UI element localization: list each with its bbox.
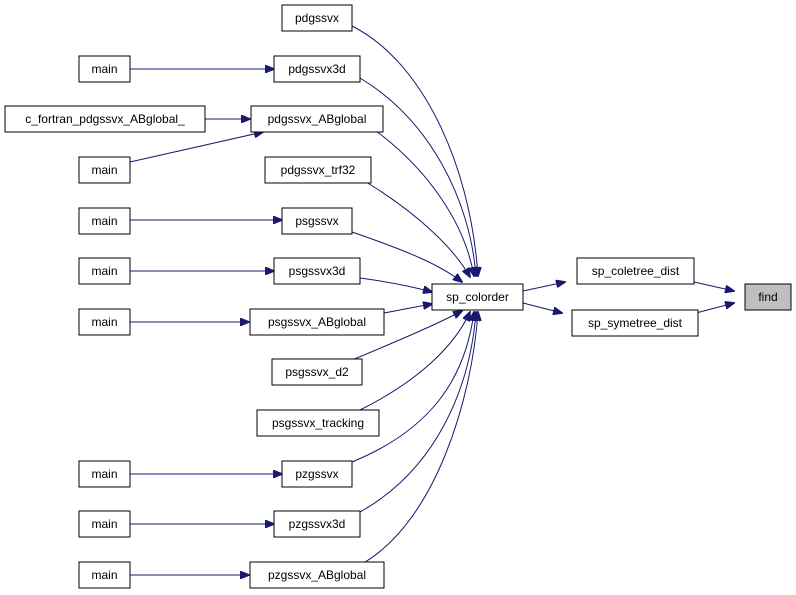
node-label: main <box>91 315 117 329</box>
edge-psgssvx3d-to-colorder <box>359 277 432 292</box>
node-label: main <box>91 264 117 278</box>
node-pzgssvx[interactable]: pzgssvx <box>281 460 353 488</box>
node-psgssvx-d2[interactable]: psgssvx_d2 <box>271 358 363 386</box>
node-main-3[interactable]: main <box>78 207 131 235</box>
edge-colorder-to-coletree <box>522 282 565 292</box>
edge-coletree-to-find <box>693 281 734 291</box>
edge-pdgssvx-ab-to-colorder <box>371 127 474 276</box>
nodes: find sp_coletree_dist sp_symetree_dist s… <box>4 4 792 589</box>
node-psgssvx-abglobal[interactable]: psgssvx_ABglobal <box>249 308 385 336</box>
node-pzgssvx3d[interactable]: pzgssvx3d <box>273 510 361 538</box>
node-main-7[interactable]: main <box>78 510 131 538</box>
node-label: pzgssvx <box>295 467 338 481</box>
edge-pzgssvx3d-to-colorder <box>359 312 476 513</box>
node-label: psgssvx3d <box>289 264 346 278</box>
node-label: pzgssvx_ABglobal <box>268 568 366 582</box>
node-main-1[interactable]: main <box>78 55 131 83</box>
node-label: psgssvx_tracking <box>272 416 364 430</box>
node-label: pzgssvx3d <box>289 517 346 531</box>
node-label: c_fortran_pdgssvx_ABglobal_ <box>25 112 185 126</box>
node-psgssvx[interactable]: psgssvx <box>281 207 353 235</box>
node-sp-coletree-dist[interactable]: sp_coletree_dist <box>576 257 695 285</box>
node-label: pdgssvx3d <box>288 62 345 76</box>
node-sp-colorder[interactable]: sp_colorder <box>431 283 524 311</box>
node-label: main <box>91 62 117 76</box>
node-label: psgssvx_ABglobal <box>268 315 366 329</box>
edge-pdgssvx-to-colorder <box>351 25 478 276</box>
node-label: pdgssvx_trf32 <box>281 163 356 177</box>
node-label: psgssvx <box>295 214 338 228</box>
edge-colorder-to-symetree <box>522 302 562 313</box>
node-label: pdgssvx_ABglobal <box>268 112 367 126</box>
node-pdgssvx3d[interactable]: pdgssvx3d <box>273 55 361 83</box>
node-main-4[interactable]: main <box>78 257 131 285</box>
node-find[interactable]: find <box>744 283 792 311</box>
node-main-2[interactable]: main <box>78 156 131 184</box>
edge-psgssvx-ab-to-colorder <box>383 304 432 314</box>
node-label: main <box>91 568 117 582</box>
node-pdgssvx[interactable]: pdgssvx <box>281 4 353 32</box>
node-label: sp_coletree_dist <box>592 264 680 278</box>
node-label: main <box>91 467 117 481</box>
node-c-fortran-pdgssvx-abglobal[interactable]: c_fortran_pdgssvx_ABglobal_ <box>4 105 206 133</box>
edge-pdgssvx3d-to-colorder <box>359 77 476 276</box>
node-label: find <box>758 290 777 304</box>
node-label: main <box>91 214 117 228</box>
node-pzgssvx-abglobal[interactable]: pzgssvx_ABglobal <box>249 561 385 589</box>
node-label: sp_symetree_dist <box>588 316 683 330</box>
node-main-6[interactable]: main <box>78 460 131 488</box>
node-label: main <box>91 163 117 177</box>
node-psgssvx-tracking[interactable]: psgssvx_tracking <box>256 409 380 437</box>
node-label: pdgssvx <box>295 11 339 25</box>
node-pdgssvx-abglobal[interactable]: pdgssvx_ABglobal <box>250 105 384 133</box>
node-main-5[interactable]: main <box>78 308 131 336</box>
node-psgssvx3d[interactable]: psgssvx3d <box>273 257 361 285</box>
edge-psgssvx-to-colorder <box>351 231 462 282</box>
node-pdgssvx-trf32[interactable]: pdgssvx_trf32 <box>264 156 372 184</box>
edge-main2-to-pdgssvx-ab <box>129 132 263 163</box>
node-label: psgssvx_d2 <box>285 365 349 379</box>
edges <box>129 25 734 575</box>
edge-psgssvx-d2-to-colorder <box>351 311 462 361</box>
node-main-8[interactable]: main <box>78 561 131 589</box>
edge-pzgssvx-to-colorder <box>351 312 474 463</box>
node-label: sp_colorder <box>446 290 509 304</box>
node-sp-symetree-dist[interactable]: sp_symetree_dist <box>571 309 699 337</box>
edge-pzgssvx-ab-to-colorder <box>364 312 478 563</box>
edge-psgssvx-tracking-to-colorder <box>359 312 470 411</box>
edge-symetree-to-find <box>695 303 734 314</box>
node-label: main <box>91 517 117 531</box>
edge-pdgssvx-trf32-to-colorder <box>365 181 470 277</box>
